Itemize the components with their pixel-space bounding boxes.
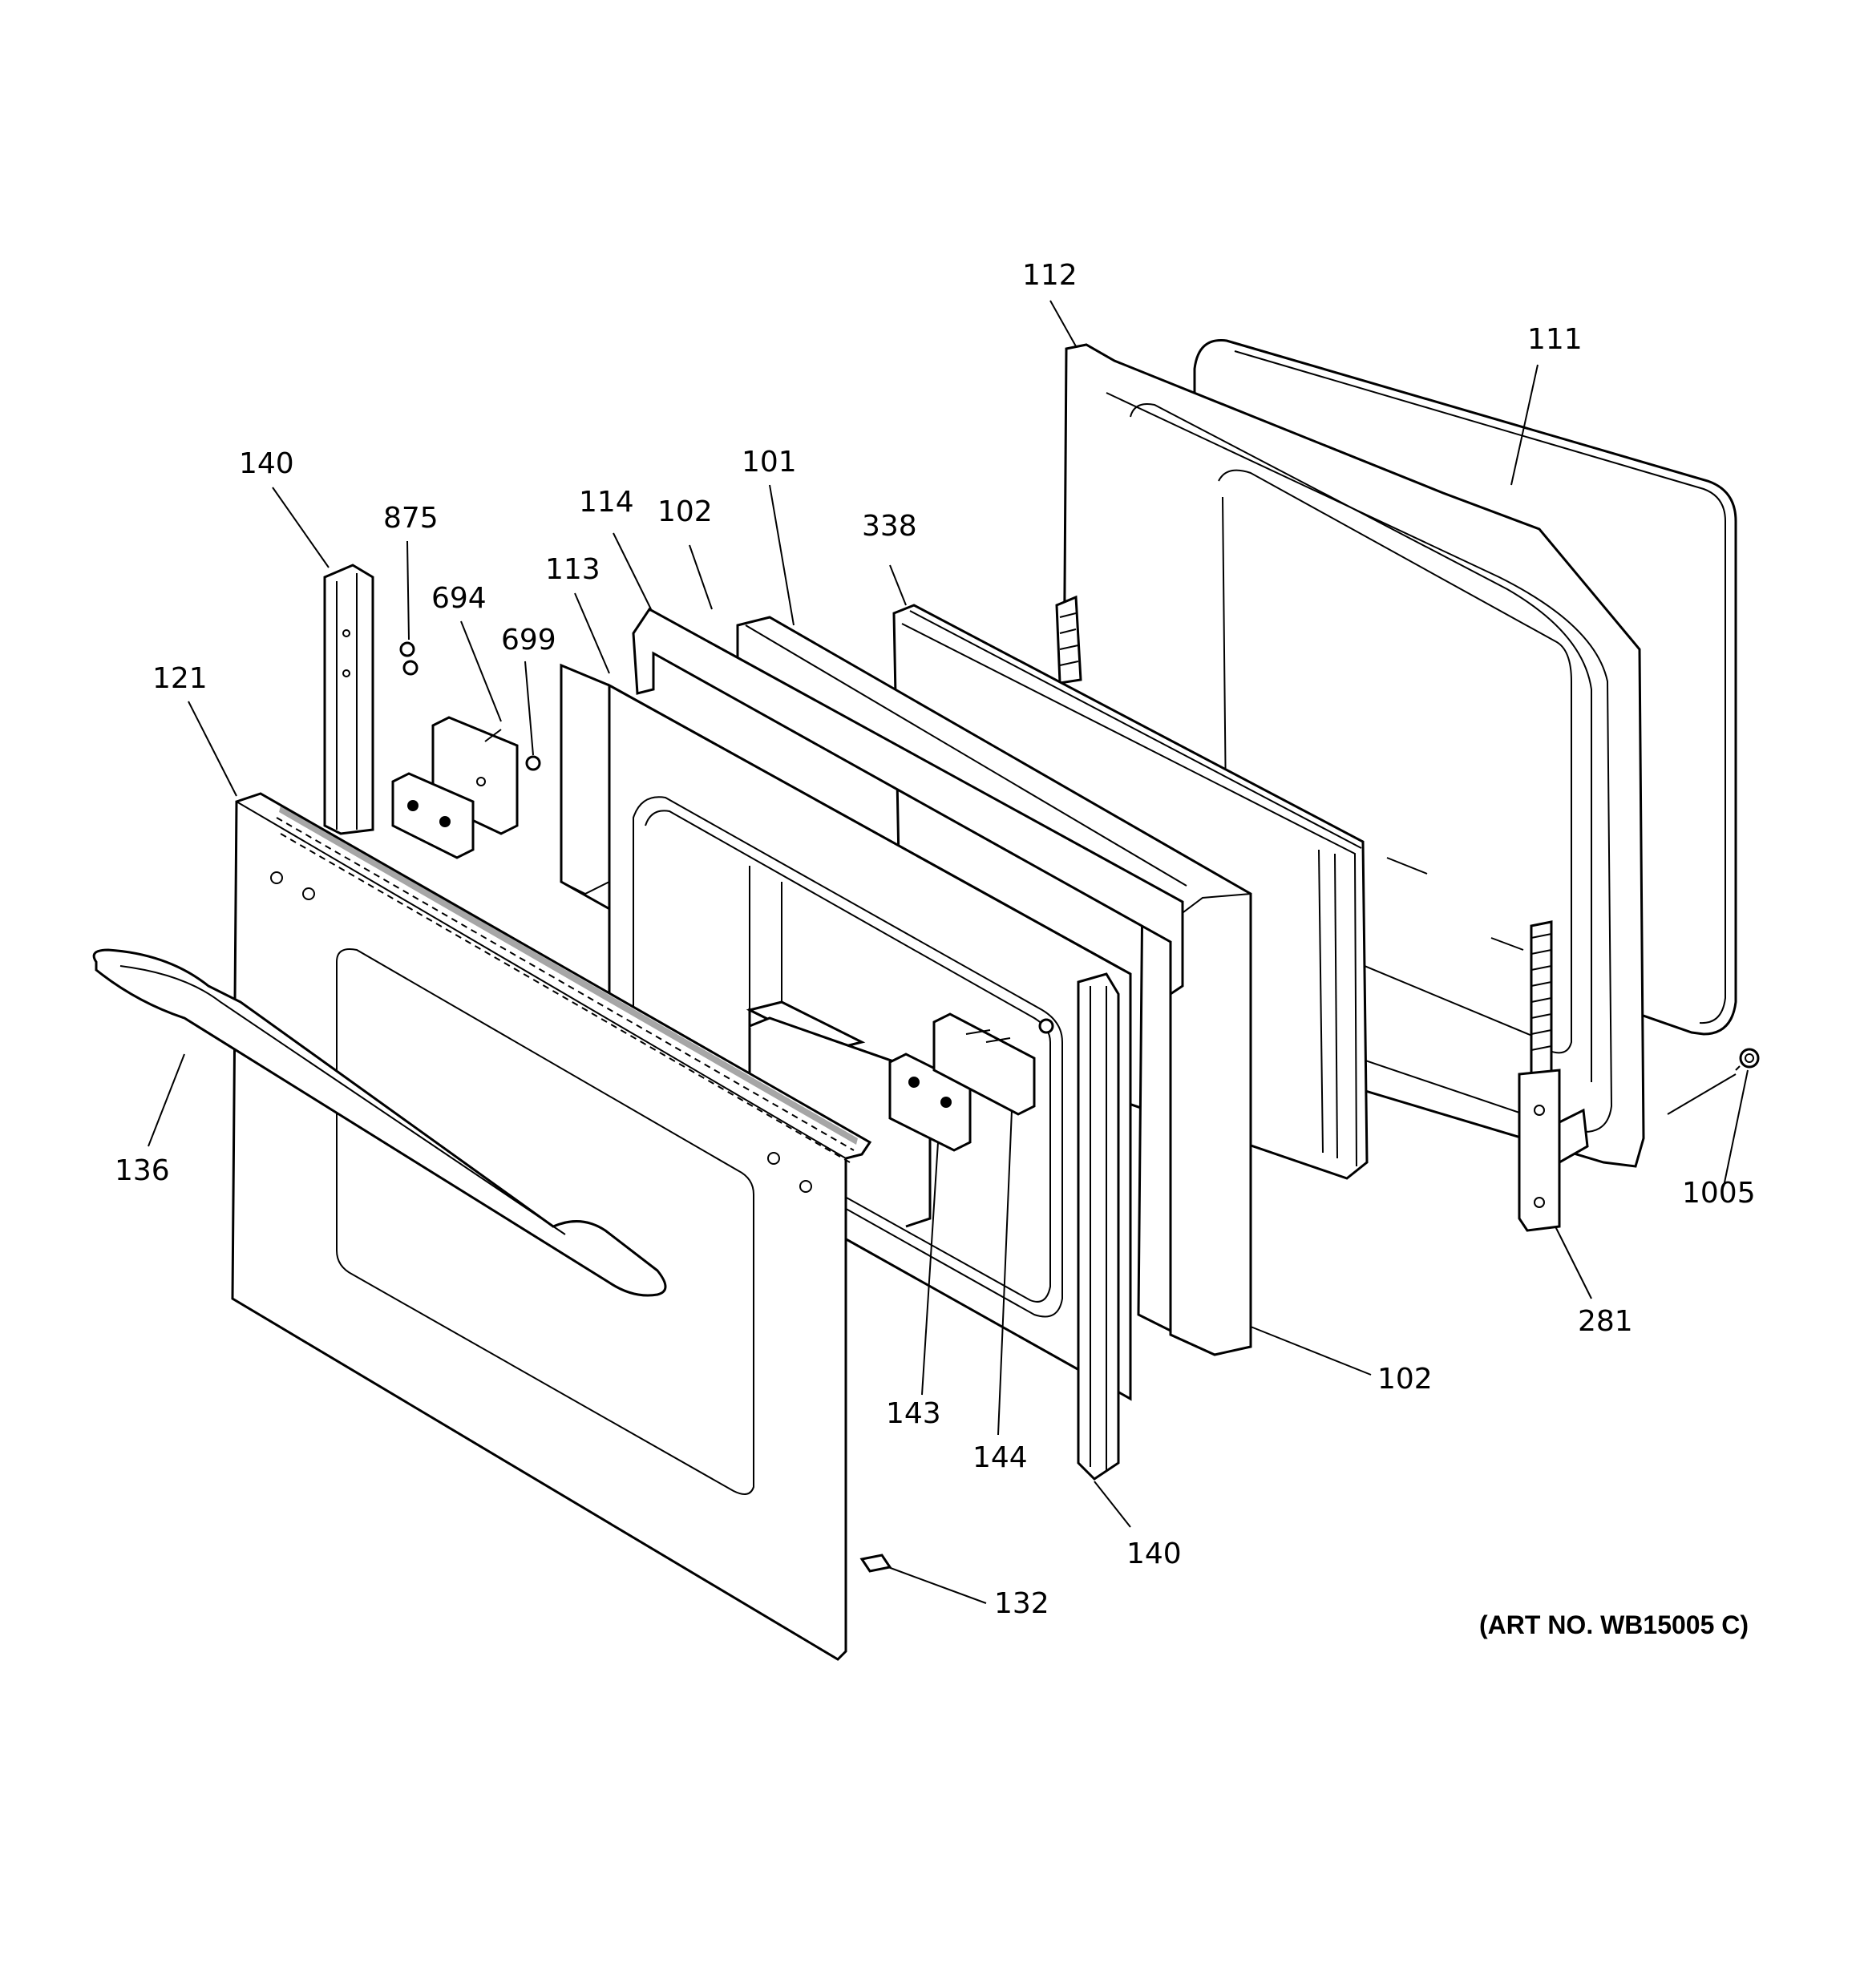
- callout-694: 694: [431, 582, 487, 615]
- callout-699: 699: [501, 624, 556, 657]
- part-1005-screw: [1735, 1048, 1760, 1071]
- callout-113: 113: [545, 553, 600, 586]
- callout-labels: 112 111 140 875 694 699 114 102 101 338 …: [115, 259, 1756, 1639]
- callout-111: 111: [1527, 323, 1583, 356]
- callout-338: 338: [862, 510, 917, 543]
- callout-875: 875: [383, 502, 439, 535]
- part-281-hinge: [1518, 920, 1589, 1232]
- callout-121: 121: [152, 662, 208, 695]
- callout-281: 281: [1578, 1305, 1633, 1338]
- callout-132: 132: [994, 1587, 1049, 1620]
- callout-136: 136: [115, 1154, 170, 1187]
- part-140-right-trim: [1077, 972, 1120, 1481]
- callout-112: 112: [1022, 259, 1078, 292]
- part-136-handle: [92, 948, 667, 1297]
- part-694-bracket: [391, 716, 519, 859]
- part-132-clip: [859, 1554, 892, 1573]
- callout-101: 101: [742, 446, 797, 479]
- screws: [399, 641, 1054, 1034]
- callout-140-bottom: 140: [1126, 1537, 1182, 1570]
- callout-143: 143: [886, 1397, 941, 1430]
- callout-1005: 1005: [1682, 1177, 1756, 1210]
- art-number: (ART NO. WB15005 C): [1479, 1610, 1749, 1639]
- part-144-bracket: [932, 1012, 1036, 1116]
- callout-144: 144: [972, 1441, 1028, 1474]
- part-114-channel: [632, 608, 1184, 996]
- part-102-insulation: [1137, 878, 1172, 1333]
- callout-102-bottom: 102: [1377, 1363, 1433, 1396]
- callout-140-top: 140: [239, 447, 294, 480]
- callout-102-top: 102: [657, 495, 713, 528]
- leader-lines: [148, 300, 1749, 1604]
- part-140-left-trim: [323, 564, 374, 835]
- vent-slots: [276, 806, 858, 1163]
- callout-114: 114: [579, 486, 634, 519]
